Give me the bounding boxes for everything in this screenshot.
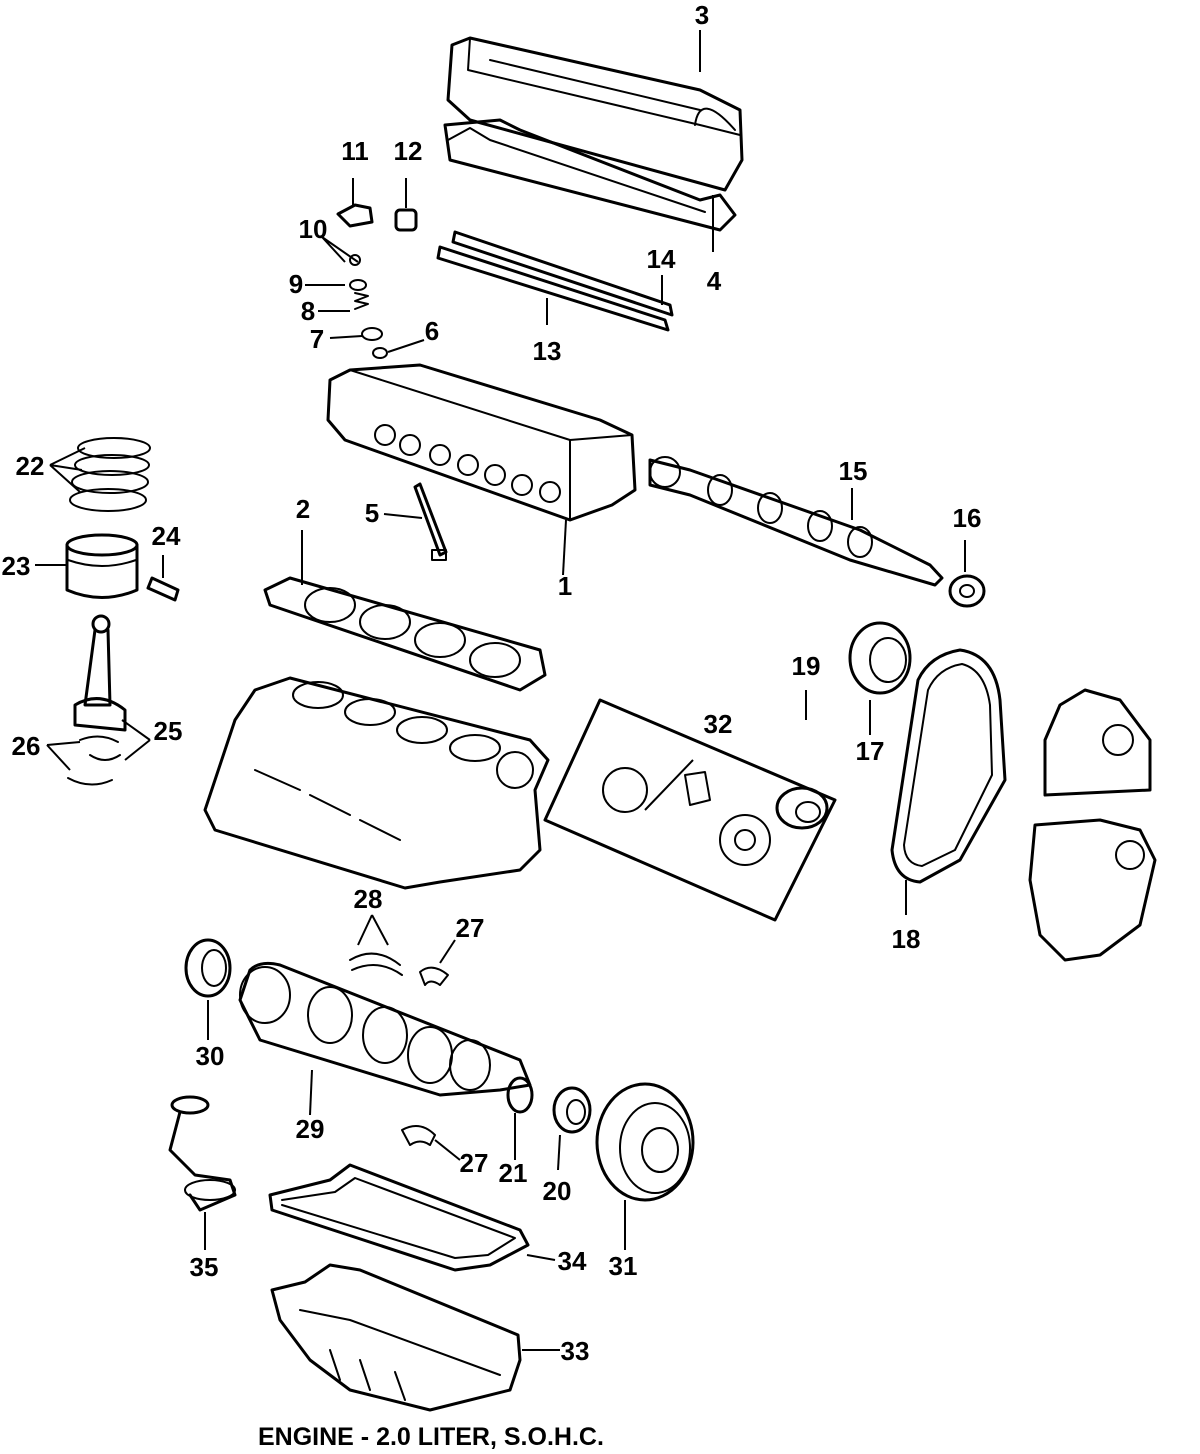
head-gasket-part [263, 576, 547, 692]
crank-sprocket-part [552, 1086, 592, 1134]
connecting-rod-part [73, 614, 127, 732]
cylinder-head-part [326, 363, 637, 522]
main-bearing-part [349, 952, 403, 976]
rocker-arm-part [336, 203, 418, 232]
callout-12: 12 [394, 136, 423, 166]
callout-31: 31 [609, 1251, 638, 1281]
callout-24: 24 [152, 521, 181, 551]
callout-26: 26 [12, 731, 41, 761]
valve-cover-part [446, 36, 744, 192]
valve-cover-gasket-part [443, 118, 737, 232]
callout-2: 2 [296, 494, 310, 524]
belt-tensioner-part [775, 786, 829, 830]
callout-4: 4 [707, 266, 722, 296]
oil-pan-gasket-part [268, 1163, 530, 1272]
callout-27-upper: 27 [456, 913, 485, 943]
callout-10: 10 [299, 214, 328, 244]
callout-5: 5 [365, 498, 379, 528]
oil-pan-part [270, 1263, 522, 1412]
callout-18: 18 [892, 924, 921, 954]
valve-spring-part [349, 254, 388, 359]
callout-25: 25 [154, 716, 183, 746]
callout-19: 19 [792, 651, 821, 681]
callout-8: 8 [301, 296, 315, 326]
timing-cover-lower-part [1028, 818, 1157, 962]
crankshaft-part [238, 961, 532, 1097]
callout-34: 34 [558, 1246, 587, 1276]
diagram-caption: ENGINE - 2.0 LITER, S.O.H.C. [258, 1423, 604, 1451]
crank-pulley-part [595, 1082, 695, 1202]
callout-17: 17 [856, 736, 885, 766]
callout-15: 15 [839, 456, 868, 486]
head-bolt-part [413, 482, 448, 561]
timing-cover-upper-part [1043, 688, 1152, 797]
callout-32: 32 [704, 709, 733, 739]
water-pump-kit-part [543, 698, 837, 922]
oil-pickup-part [168, 1095, 237, 1212]
piston-rings-part [69, 437, 151, 512]
callout-1: 1 [558, 571, 572, 601]
callout-9: 9 [289, 269, 303, 299]
timing-belt-part [890, 648, 1007, 884]
camshaft-part [648, 456, 944, 587]
callout-23: 23 [2, 551, 31, 581]
callout-28: 28 [354, 884, 383, 914]
callout-7: 7 [310, 324, 324, 354]
callout-14: 14 [647, 244, 676, 274]
callout-6: 6 [425, 316, 439, 346]
front-crank-seal-part [506, 1076, 534, 1114]
callout-20: 20 [543, 1176, 572, 1206]
callout-30: 30 [196, 1041, 225, 1071]
callout-11: 11 [341, 136, 369, 166]
callout-3: 3 [695, 0, 709, 30]
leader-lines [35, 30, 966, 1351]
rod-bearing-part [67, 735, 121, 786]
callout-13: 13 [533, 336, 562, 366]
callout-33: 33 [561, 1336, 590, 1366]
thrust-washer-part [401, 966, 449, 1146]
cam-pulley-part [848, 621, 912, 695]
rocker-shaft-part [436, 230, 674, 332]
callout-29: 29 [296, 1114, 325, 1144]
piston-part [65, 533, 139, 599]
cam-seal-part [948, 574, 986, 608]
callout-labels: 1 2 3 4 5 6 7 8 9 10 11 12 13 14 15 16 1… [2, 0, 982, 1366]
engine-block-part [203, 676, 550, 890]
callout-35: 35 [190, 1252, 219, 1282]
piston-pin-part [146, 576, 180, 602]
callout-16: 16 [953, 503, 982, 533]
callout-27-lower: 27 [460, 1148, 489, 1178]
rear-main-seal-part [184, 938, 232, 998]
callout-22: 22 [16, 451, 45, 481]
callout-21: 21 [499, 1158, 528, 1188]
